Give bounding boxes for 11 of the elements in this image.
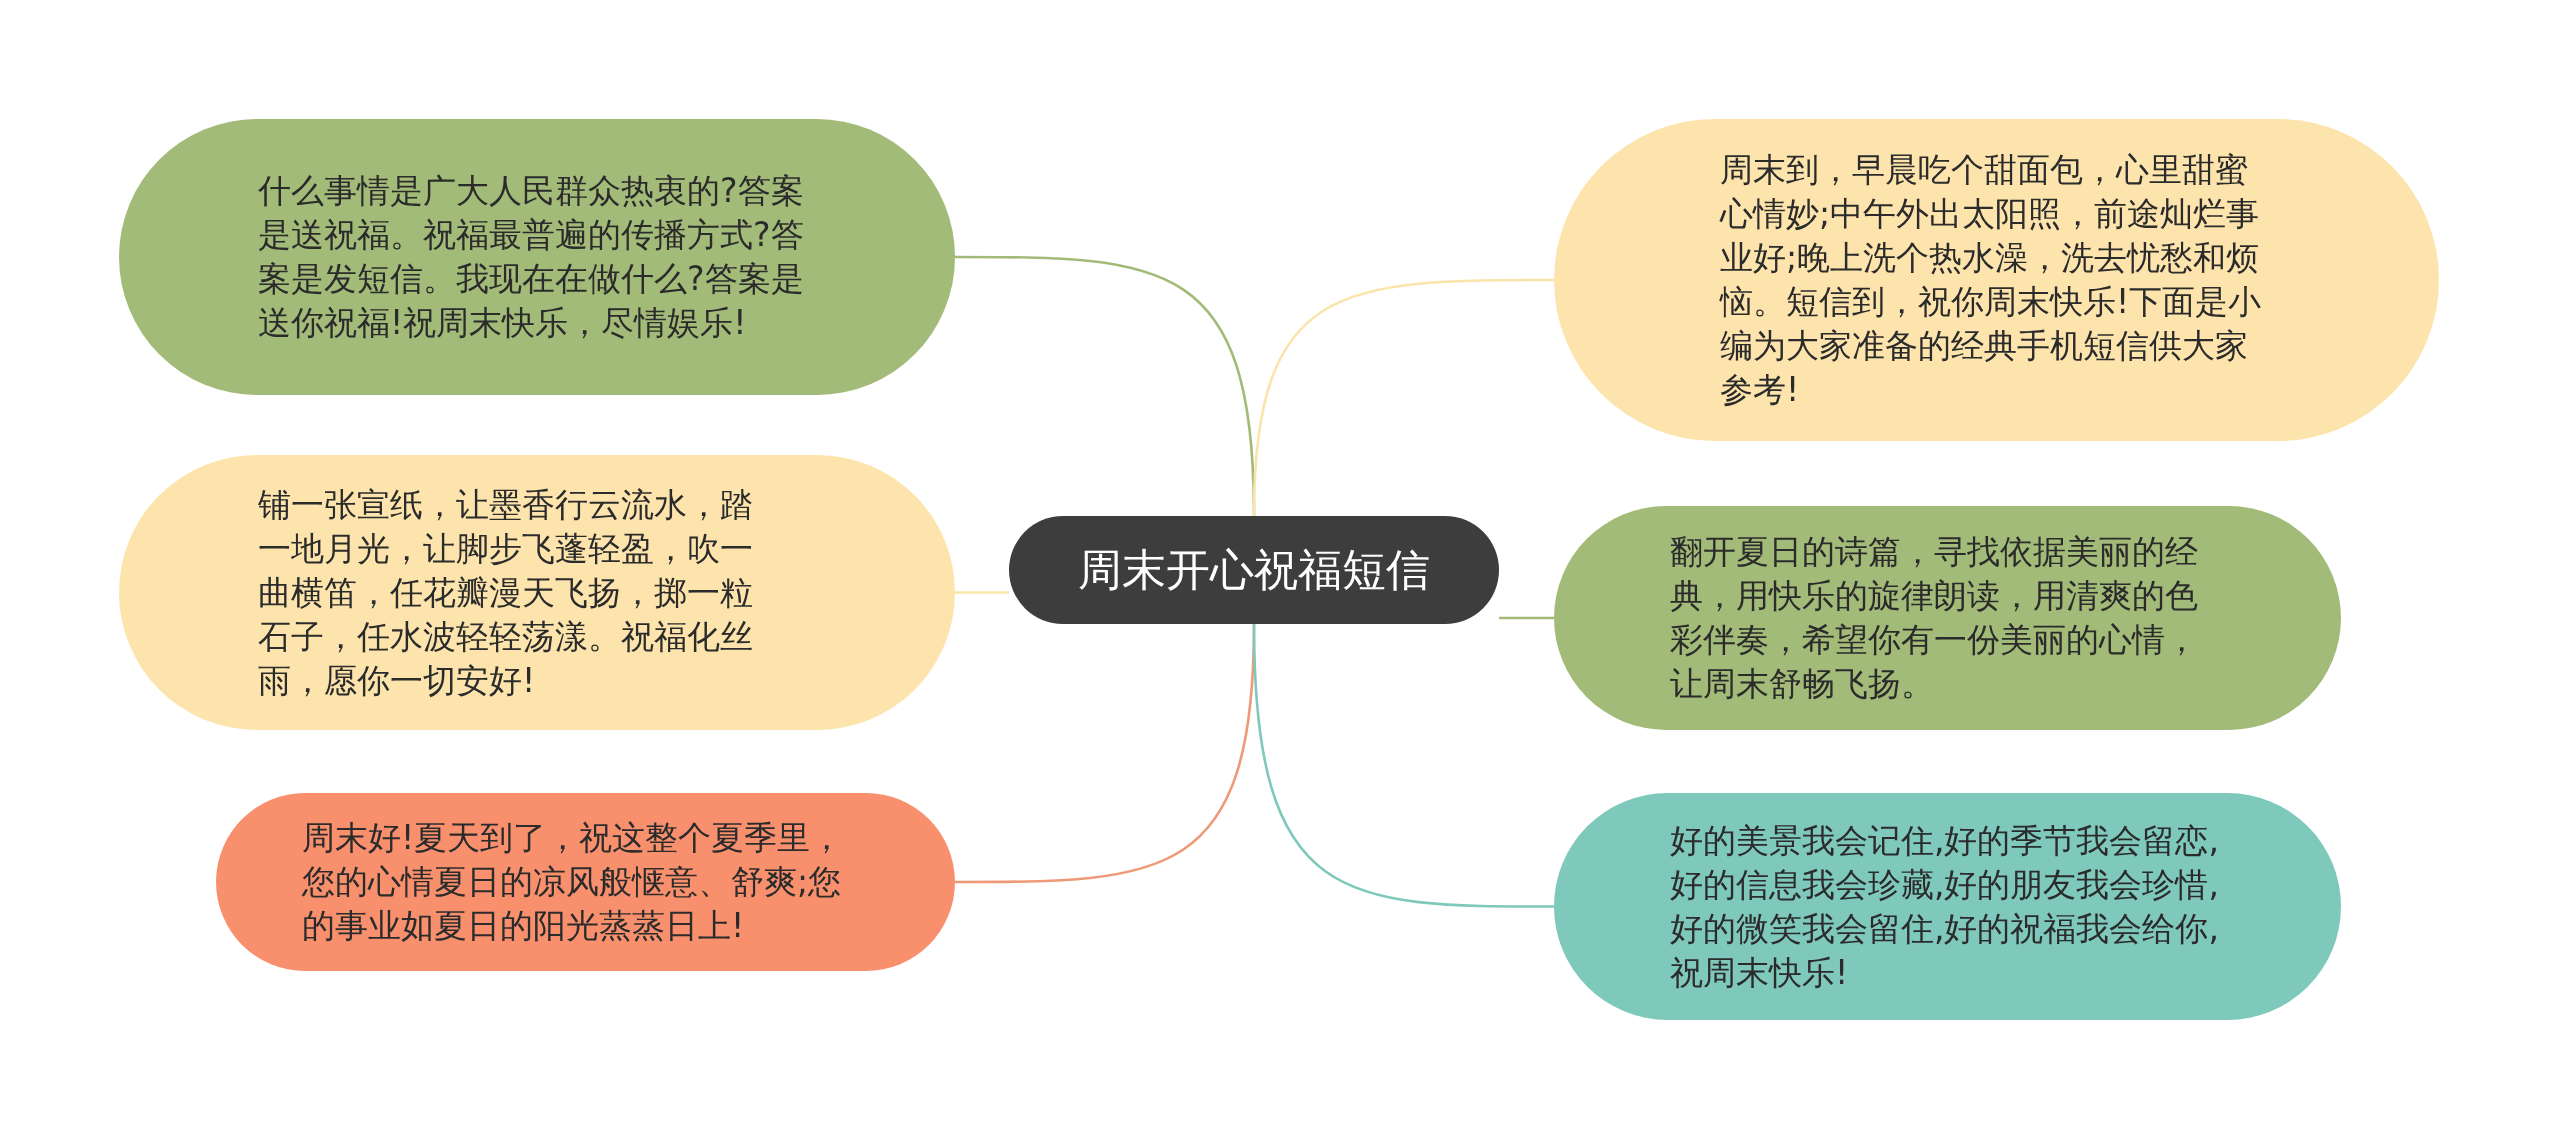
topic-title: 周末开心祝福短信 xyxy=(1078,543,1430,597)
connector-line xyxy=(1252,278,1554,517)
message-text: 好的美景我会记住,好的季节我会留恋,好的信息我会珍藏,好的朋友我会珍惜,好的微笑我会留住,好的祝福我会给你,祝周末快乐! xyxy=(1670,819,2220,994)
connector-line xyxy=(1252,623,1554,908)
message-text: 什么事情是广大人民群众热衷的?答案是送祝福。祝福最普遍的传播方式?答案是发短信。我现在在做什么?答案是送你祝福!祝周末快乐，尽情娱乐! xyxy=(258,170,805,344)
message-text: 周末到，早晨吃个甜面包，心里甜蜜心情妙;中午外出太阳照，前途灿烂事业好;晚上洗个热水澡，洗去忧愁和烦恼。短信到，祝你周末快乐!下面是小编为大家准备的经典手机短信供大家参考! xyxy=(1720,149,2263,411)
message-text: 铺一张宣纸，让墨香行云流水，踏一地月光，让脚步飞蓬轻盈，吹一曲横笛，任花瓣漫天飞扬，掷一粒石子，任水波轻轻荡漾。祝福化丝雨，愿你一切安好! xyxy=(258,483,754,702)
connector-line xyxy=(1499,616,1554,620)
message-text: 翻开夏日的诗篇，寻找依据美丽的经典，用快乐的旋律朗读，用清爽的色彩伴奏，希望你有一份美丽的心情，让周末舒畅飞扬。 xyxy=(1670,531,2199,705)
message-text: 周末好!夏天到了，祝这整个夏季里，您的心情夏日的凉风般惬意、舒爽;您的事业如夏日的阳光蒸蒸日上! xyxy=(302,817,845,947)
connector-line xyxy=(955,591,1009,594)
